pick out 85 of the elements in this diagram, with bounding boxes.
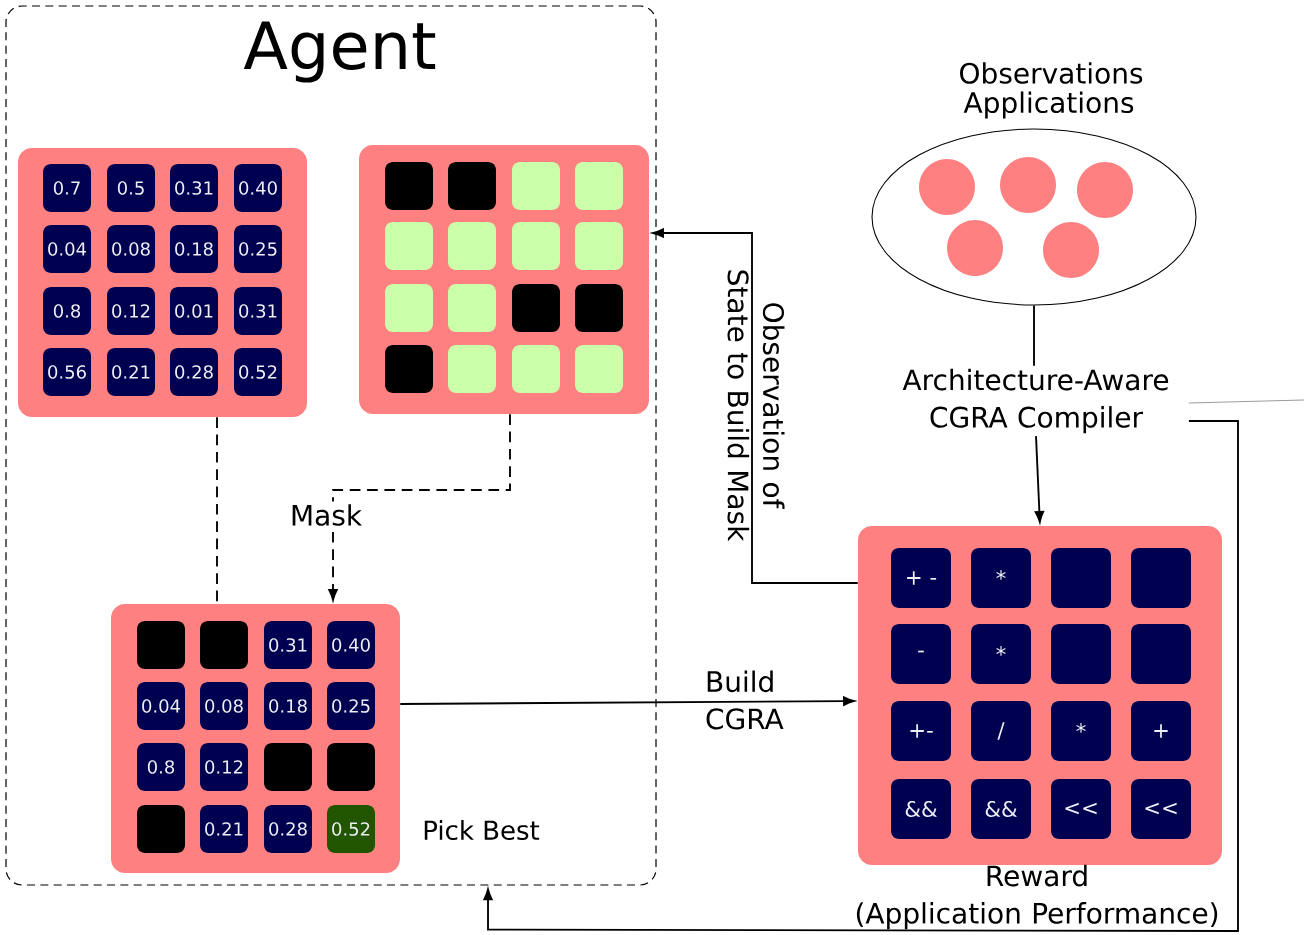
grid-cell: && bbox=[971, 779, 1031, 839]
grid-cell bbox=[137, 621, 185, 669]
grid-cell: 0.21 bbox=[200, 805, 248, 853]
arrow bbox=[1034, 435, 1045, 523]
grid-cell: 0.31 bbox=[234, 287, 282, 335]
grid-cell: - bbox=[891, 624, 951, 684]
grid-cell bbox=[575, 284, 623, 332]
grid-cell bbox=[1051, 548, 1111, 608]
grid-cell: 0.56 bbox=[43, 348, 91, 396]
grid-cell bbox=[512, 284, 560, 332]
grid-cell bbox=[1051, 624, 1111, 684]
grid-cell: << bbox=[1131, 779, 1191, 839]
grid-cell bbox=[200, 621, 248, 669]
dashed-arrow bbox=[328, 413, 511, 601]
grid-cell: && bbox=[891, 779, 951, 839]
title: Agent bbox=[243, 21, 436, 83]
grid-cell bbox=[264, 743, 312, 791]
arrow bbox=[652, 228, 859, 584]
heading: Applications bbox=[963, 91, 1134, 119]
grid-cell: 0.8 bbox=[137, 743, 185, 791]
grid-cell bbox=[512, 345, 560, 393]
grid-cell bbox=[327, 743, 375, 791]
grid-cell: 0.12 bbox=[107, 287, 155, 335]
grid-cell bbox=[448, 162, 496, 210]
grid-cell: 0.18 bbox=[170, 225, 218, 273]
grid-cell: * bbox=[971, 548, 1031, 608]
edge-label: Build CGRA bbox=[706, 670, 784, 730]
grid-cell bbox=[137, 805, 185, 853]
grid-cell bbox=[448, 284, 496, 332]
grid-cell: 0.7 bbox=[43, 164, 91, 212]
grid-cell: 0.8 bbox=[43, 287, 91, 335]
grid-cell bbox=[385, 222, 433, 270]
grid-cell: * bbox=[1051, 701, 1111, 761]
grid-cell: 0.25 bbox=[234, 225, 282, 273]
application-dot bbox=[1000, 157, 1056, 213]
grid-cell: 0.40 bbox=[327, 621, 375, 669]
grid-cell: 0.18 bbox=[264, 682, 312, 730]
grid-cell bbox=[448, 222, 496, 270]
grid-cell: 0.08 bbox=[200, 682, 248, 730]
grid-cell: 0.08 bbox=[107, 225, 155, 273]
grid-cell: / bbox=[971, 701, 1031, 761]
grid-cell: 0.28 bbox=[264, 805, 312, 853]
grid-cell bbox=[575, 162, 623, 210]
grid-cell: 0.52 bbox=[234, 348, 282, 396]
grid-cell: 0.12 bbox=[200, 743, 248, 791]
application-dot bbox=[1077, 162, 1133, 218]
grid-cell: 0.04 bbox=[137, 682, 185, 730]
grid-cell bbox=[575, 345, 623, 393]
grid-cell bbox=[448, 345, 496, 393]
grid-cell: * bbox=[971, 624, 1031, 684]
grid-cell bbox=[1131, 548, 1191, 608]
grid-cell: + - bbox=[891, 548, 951, 608]
compiler-label: Architecture-Aware CGRA Compiler bbox=[902, 368, 1169, 434]
heading: Observations bbox=[960, 62, 1143, 84]
grid-cell: 0.52 bbox=[327, 805, 375, 853]
application-dot bbox=[947, 220, 1003, 276]
connector-line bbox=[1033, 304, 1035, 367]
grid-cell: 0.40 bbox=[234, 164, 282, 212]
grid-cell: +- bbox=[891, 701, 951, 761]
grid-cell: 0.21 bbox=[107, 348, 155, 396]
grid-cell bbox=[385, 162, 433, 210]
grid-cell bbox=[575, 222, 623, 270]
grid-cell: 0.31 bbox=[170, 164, 218, 212]
grid-cell: 0.28 bbox=[170, 348, 218, 396]
arrow bbox=[483, 420, 1239, 932]
grid-cell bbox=[1131, 624, 1191, 684]
grid-cell: 0.5 bbox=[107, 164, 155, 212]
edge-label: Observation of State to Build Mask bbox=[727, 270, 785, 542]
grid-cell bbox=[385, 345, 433, 393]
grid-cell: 0.25 bbox=[327, 682, 375, 730]
grid-cell bbox=[385, 284, 433, 332]
grid-cell: 0.01 bbox=[170, 287, 218, 335]
grid-cell: + bbox=[1131, 701, 1191, 761]
grid-cell: << bbox=[1051, 779, 1111, 839]
grid-cell bbox=[512, 222, 560, 270]
connector-line bbox=[1188, 399, 1304, 404]
grid-cell: 0.31 bbox=[264, 621, 312, 669]
application-dot bbox=[919, 159, 975, 215]
grid-cell: 0.04 bbox=[43, 225, 91, 273]
arrow bbox=[399, 696, 855, 706]
edge-label: Mask bbox=[287, 501, 365, 529]
edge-label: Reward (Application Performance) bbox=[856, 864, 1218, 930]
grid-cell bbox=[512, 162, 560, 210]
application-dot bbox=[1043, 222, 1099, 278]
node-label: Pick Best bbox=[424, 819, 540, 841]
